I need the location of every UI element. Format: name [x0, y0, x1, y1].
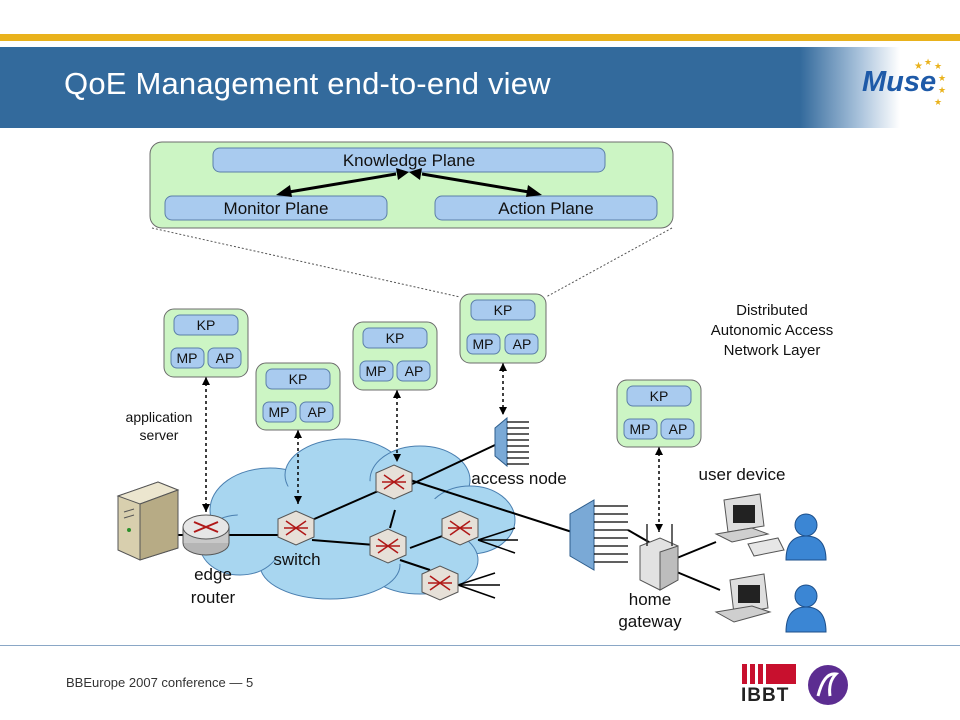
plane-overview: Knowledge Plane Monitor Plane Action Pla…: [149, 141, 674, 229]
pc-icon-2: [714, 573, 772, 623]
zoom-line-right: [545, 227, 673, 298]
slide-title: QoE Management end-to-end view: [64, 66, 551, 101]
svg-text:★: ★: [914, 61, 923, 72]
switch-icons: [277, 464, 479, 601]
access-node-label: access node: [471, 469, 566, 488]
svg-text:★: ★: [938, 74, 946, 84]
svg-text:★: ★: [924, 58, 932, 68]
pc-icon-1: [714, 493, 785, 557]
svg-text:KP: KP: [289, 371, 308, 387]
home-gateway-icon: [639, 524, 679, 591]
edge-router-label-1: edge: [194, 565, 232, 584]
edge-router-label-2: router: [191, 588, 236, 607]
svg-text:AP: AP: [513, 336, 532, 352]
svg-text:MP: MP: [473, 336, 494, 352]
server-icon: [116, 481, 180, 561]
svg-text:AP: AP: [405, 363, 424, 379]
monitor-plane-label: Monitor Plane: [224, 199, 329, 218]
header-gold-stripe: [0, 34, 960, 41]
user-device-label: user device: [699, 465, 786, 484]
header-bar: [0, 47, 960, 128]
knowledge-plane-label: Knowledge Plane: [343, 151, 475, 170]
svg-text:★: ★: [934, 62, 942, 72]
plane-arrows: [276, 168, 542, 197]
home-gateway-label-2: gateway: [618, 612, 682, 631]
action-plane-bar: [434, 195, 658, 221]
layer-label-1: Distributed: [736, 302, 808, 319]
node-box-access: KP MP AP: [459, 293, 547, 364]
svg-text:KP: KP: [650, 388, 669, 404]
app-server-label-1: application: [126, 409, 193, 425]
svg-text:MP: MP: [177, 350, 198, 366]
home-gateway-label-1: home: [629, 590, 672, 609]
svg-text:MP: MP: [366, 363, 387, 379]
node-box-core: KP MP AP: [352, 321, 438, 391]
svg-text:★: ★: [938, 86, 946, 96]
app-server-label-2: server: [140, 427, 179, 443]
layer-label-2: Autonomic Access: [711, 322, 834, 339]
svg-text:AP: AP: [669, 421, 688, 437]
svg-text:AP: AP: [216, 350, 235, 366]
kp-connectors: [205, 363, 660, 532]
switch-label: switch: [273, 550, 320, 569]
footer-text: BBEurope 2007 conference — 5: [66, 675, 254, 690]
footer-divider: [0, 645, 960, 646]
svg-text:KP: KP: [386, 330, 405, 346]
svg-text:AP: AP: [308, 404, 327, 420]
user-icon-2: [785, 584, 827, 633]
node-box-edge: KP MP AP: [163, 308, 249, 378]
action-plane-label: Action Plane: [498, 199, 593, 218]
svg-text:KP: KP: [197, 317, 216, 333]
node-box-switch: KP MP AP: [255, 362, 341, 431]
access-node-icons: [494, 416, 628, 571]
edge-router-icon: [182, 514, 230, 556]
muse-logo: Muse: [862, 66, 937, 98]
zoom-line-left: [151, 227, 461, 298]
svg-text:KP: KP: [494, 302, 513, 318]
ibbt-logo: [742, 664, 796, 684]
node-box-gateway: KP MP AP: [616, 379, 702, 448]
qoe-diagram: Knowledge Plane Monitor Plane Action Pla…: [116, 141, 834, 633]
muse-stars-icon: ★ ★ ★ ★ ★ ★: [914, 58, 946, 108]
svg-text:★: ★: [934, 98, 942, 108]
layer-label-3: Network Layer: [724, 342, 821, 359]
alcatel-lucent-logo-icon: [808, 665, 848, 705]
user-icon-1: [785, 513, 827, 561]
access-lines: [457, 527, 518, 599]
svg-text:MP: MP: [269, 404, 290, 420]
svg-text:MP: MP: [630, 421, 651, 437]
monitor-plane-bar: [164, 195, 388, 221]
ibbt-logo-text: IBBT: [741, 685, 790, 706]
